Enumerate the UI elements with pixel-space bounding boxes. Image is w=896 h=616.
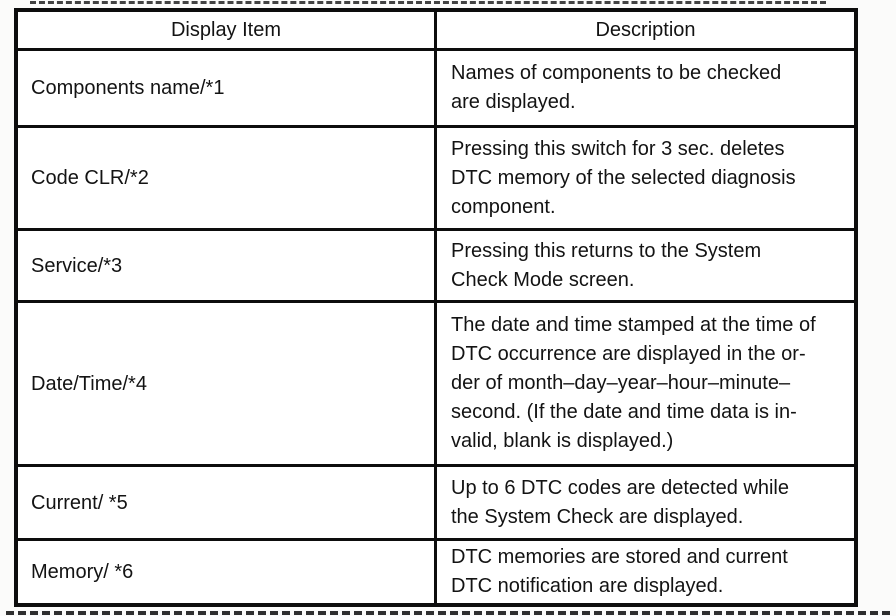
description-text: DTC memories are stored and current DTC …	[451, 546, 788, 597]
description-cell: Names of components to be checked are di…	[437, 51, 854, 125]
table-row: Date/Time/*4 The date and time stamped a…	[18, 300, 854, 464]
description-cell: Pressing this returns to the System Chec…	[437, 231, 854, 300]
display-item-text: Current/ *5	[31, 491, 128, 514]
display-item-cell: Memory/ *6	[18, 541, 437, 603]
description-cell: The date and time stamped at the time of…	[437, 303, 854, 464]
table-row: Code CLR/*2 Pressing this switch for 3 s…	[18, 125, 854, 228]
display-item-cell: Code CLR/*2	[18, 128, 437, 228]
description-text: Pressing this switch for 3 sec. deletes …	[451, 137, 796, 218]
table-row: Service/*3 Pressing this returns to the …	[18, 228, 854, 300]
description-text: Names of components to be checked are di…	[451, 62, 782, 113]
display-item-text: Service/*3	[31, 254, 123, 277]
description-text: Pressing this returns to the System Chec…	[451, 239, 762, 291]
display-item-text: Date/Time/*4	[31, 372, 147, 395]
display-item-description-table: Display Item Description Components name…	[14, 8, 858, 607]
description-cell: Up to 6 DTC codes are detected while the…	[437, 467, 854, 538]
column-header-label: Description	[595, 19, 696, 41]
display-item-cell: Current/ *5	[18, 467, 437, 538]
column-header-description: Description	[437, 12, 854, 48]
table-row: Components name/*1 Names of components t…	[18, 48, 854, 125]
scan-artifact-line-bottom	[6, 611, 890, 615]
column-header-label: Display Item	[170, 19, 282, 41]
table-row: Memory/ *6 DTC memories are stored and c…	[18, 538, 854, 603]
table-row: Current/ *5 Up to 6 DTC codes are detect…	[18, 464, 854, 538]
display-item-text: Components name/*1	[31, 77, 225, 99]
scan-artifact-line-top	[30, 1, 826, 4]
description-text: The date and time stamped at the time of…	[451, 314, 816, 452]
display-item-cell: Date/Time/*4	[18, 303, 437, 464]
display-item-text: Memory/ *6	[31, 561, 134, 583]
column-header-display-item: Display Item	[18, 12, 437, 48]
table-header-row: Display Item Description	[18, 12, 854, 48]
display-item-cell: Service/*3	[18, 231, 437, 300]
description-cell: DTC memories are stored and current DTC …	[437, 541, 854, 603]
description-cell: Pressing this switch for 3 sec. deletes …	[437, 128, 854, 228]
description-text: Up to 6 DTC codes are detected while the…	[451, 476, 789, 528]
display-item-cell: Components name/*1	[18, 51, 437, 125]
display-item-text: Code CLR/*2	[31, 167, 149, 189]
